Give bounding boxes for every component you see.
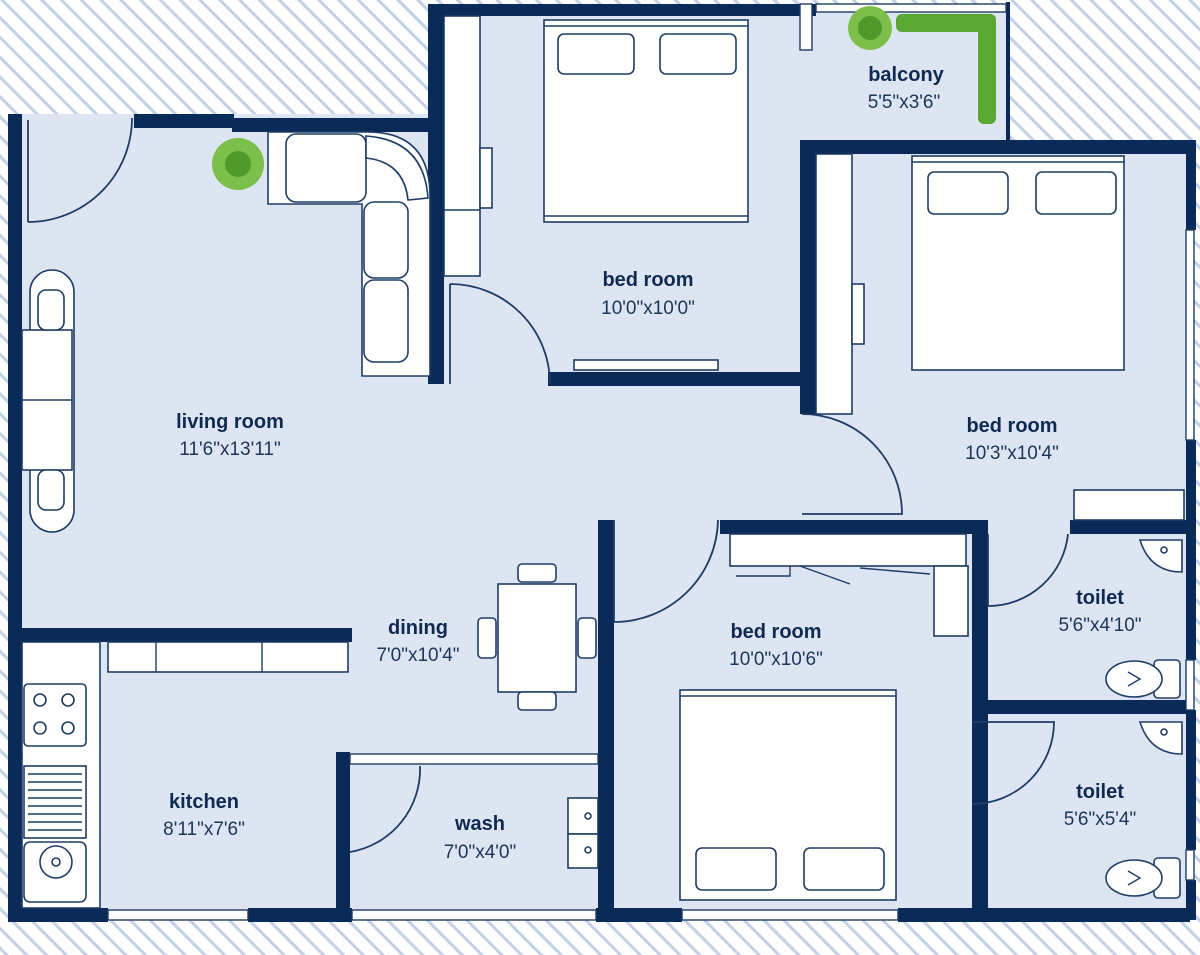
room-name: living room [176, 411, 284, 433]
room-name: bed room [966, 415, 1057, 437]
room-name: balcony [868, 64, 944, 86]
room-dimensions: 5'5"x3'6" [868, 92, 941, 113]
room-dimensions: 10'0"x10'6" [729, 649, 823, 670]
room-dimensions: 7'0"x10'4" [376, 645, 459, 666]
room-dimensions: 5'6"x4'10" [1058, 615, 1141, 636]
room-label-bedroom-2: bed room 10'3"x10'4" [965, 415, 1059, 464]
room-label-bedroom-1: bed room 10'0"x10'0" [601, 269, 695, 319]
balcony-planter [848, 6, 996, 124]
wash-basin-icon [1138, 721, 1183, 755]
room-name: bed room [730, 621, 821, 643]
wardrobe [729, 533, 969, 637]
wash-basin-icon [567, 797, 599, 869]
room-name: kitchen [169, 791, 239, 813]
room-label-balcony: balcony 5'5"x3'6" [868, 64, 945, 113]
room-name: wash [454, 813, 505, 835]
room-dimensions: 10'0"x10'0" [601, 298, 695, 319]
room-dimensions: 5'6"x5'4" [1064, 809, 1137, 830]
room-label-dining: dining 7'0"x10'4" [376, 617, 459, 666]
potted-plant-icon [212, 138, 264, 190]
desk [573, 359, 719, 371]
wash-basin-icon [1138, 539, 1183, 573]
toilet-icon [1105, 857, 1181, 899]
double-bed-icon [679, 689, 897, 901]
toilet-icon [1105, 659, 1181, 699]
room-label-toilet-2: toilet 5'6"x5'4" [1064, 781, 1137, 830]
room-label-kitchen: kitchen 8'11"x7'6" [163, 791, 245, 840]
doors [27, 117, 1069, 853]
windows [107, 3, 1195, 921]
room-name: toilet [1076, 781, 1124, 803]
dish-rack [23, 765, 87, 839]
room-label-living-room: living room 11'6"x13'11" [176, 411, 284, 460]
room-label-wash: wash 7'0"x4'0" [444, 813, 517, 863]
kitchen-sink-icon [23, 841, 87, 903]
tv-console [21, 269, 75, 533]
room-label-bedroom-3: bed room 10'0"x10'6" [729, 621, 823, 670]
dresser [1073, 489, 1185, 521]
wardrobe [815, 153, 865, 415]
room-dimensions: 10'3"x10'4" [965, 443, 1059, 464]
gas-stove-icon [23, 683, 87, 747]
l-shaped-sofa-icon [267, 131, 431, 377]
dining-table-icon [477, 563, 597, 711]
wardrobe [443, 15, 493, 277]
room-label-toilet-1: toilet 5'6"x4'10" [1058, 587, 1141, 636]
room-name: dining [388, 617, 448, 639]
double-bed-icon [911, 155, 1125, 371]
room-dimensions: 11'6"x13'11" [179, 439, 280, 460]
room-dimensions: 8'11"x7'6" [163, 819, 245, 840]
double-bed-icon [543, 19, 749, 223]
room-name: bed room [602, 269, 693, 291]
walls [8, 2, 1196, 922]
room-name: toilet [1076, 587, 1124, 609]
room-dimensions: 7'0"x4'0" [444, 842, 517, 863]
potted-plant-icon [848, 6, 892, 50]
